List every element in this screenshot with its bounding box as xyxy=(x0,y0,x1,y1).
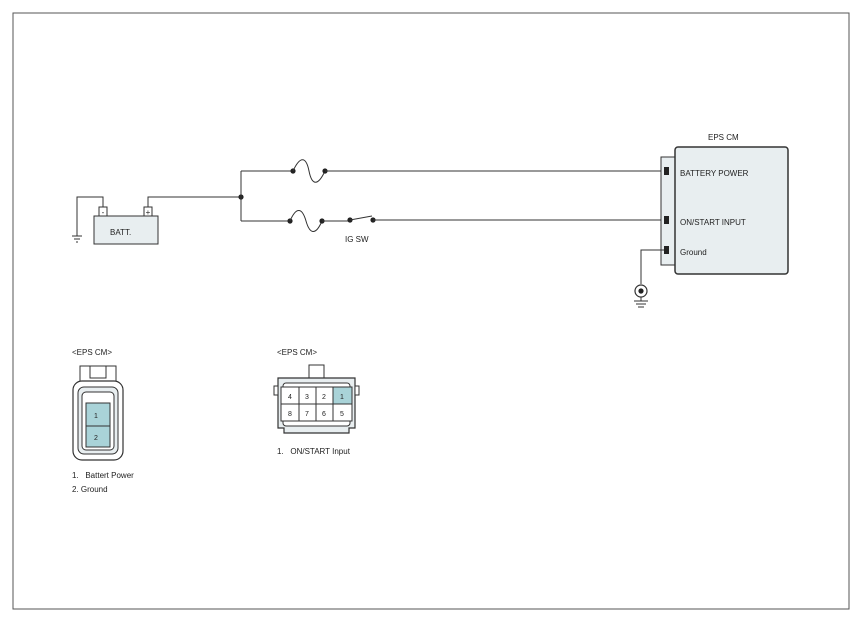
module-pin-label: ON/START INPUT xyxy=(680,218,746,227)
module-pin-label: Ground xyxy=(680,248,707,257)
connector-left-pin xyxy=(85,425,111,448)
connector-left-legend-item: 2. Ground xyxy=(72,485,108,494)
connector-right xyxy=(273,364,360,434)
battery-ground-icon xyxy=(72,235,82,243)
connector-left-pin-label: 2 xyxy=(94,435,98,442)
module-pin-on-start xyxy=(664,216,669,224)
module-pin-battery-power xyxy=(664,167,669,175)
connector-right-pin-label: 2 xyxy=(322,394,326,401)
fuse-2-icon xyxy=(289,210,323,232)
connector-right-pin-label: 6 xyxy=(322,411,326,418)
connector-right-pin-label: 5 xyxy=(340,411,344,418)
module-pin-label: BATTERY POWER xyxy=(680,169,749,178)
connector-right-pin-label: 7 xyxy=(305,411,309,418)
fuse-1-icon xyxy=(292,159,326,183)
battery-body xyxy=(93,215,159,245)
battery-ground-wire xyxy=(76,196,104,236)
module-ground-wire xyxy=(640,249,664,284)
connector-left-pin-label: 1 xyxy=(94,413,98,420)
connector-right-legend-item: 1. ON/START Input xyxy=(277,447,351,456)
connector-left xyxy=(72,365,124,461)
battery-positive-wire xyxy=(147,196,241,207)
battery-label: BATT. xyxy=(110,228,131,237)
battery-positive-symbol: + xyxy=(146,208,151,217)
battery: - + BATT. xyxy=(93,206,159,245)
module-pin-ground xyxy=(664,246,669,254)
connector-right-pin-label: 3 xyxy=(305,394,309,401)
module-title: EPS CM xyxy=(708,133,739,142)
ig-switch-blade-icon xyxy=(349,215,373,221)
ig-switch-label: IG SW xyxy=(345,235,369,244)
connector-left-legend-item: 1. Battert Power xyxy=(72,471,134,480)
connector-left-title: <EPS CM> xyxy=(72,348,112,357)
connector-left-pin xyxy=(85,402,111,427)
battery-negative-symbol: - xyxy=(102,208,105,217)
connector-right-pin-label: 8 xyxy=(288,411,292,418)
chassis-ground-icon xyxy=(634,284,648,308)
diagram-frame xyxy=(12,12,850,610)
connector-right-pin xyxy=(332,403,353,422)
connector-right-pin-label: 1 xyxy=(340,394,344,401)
connector-right-pin-label: 4 xyxy=(288,394,292,401)
connector-right-title: <EPS CM> xyxy=(277,348,317,357)
module-box xyxy=(674,146,789,275)
